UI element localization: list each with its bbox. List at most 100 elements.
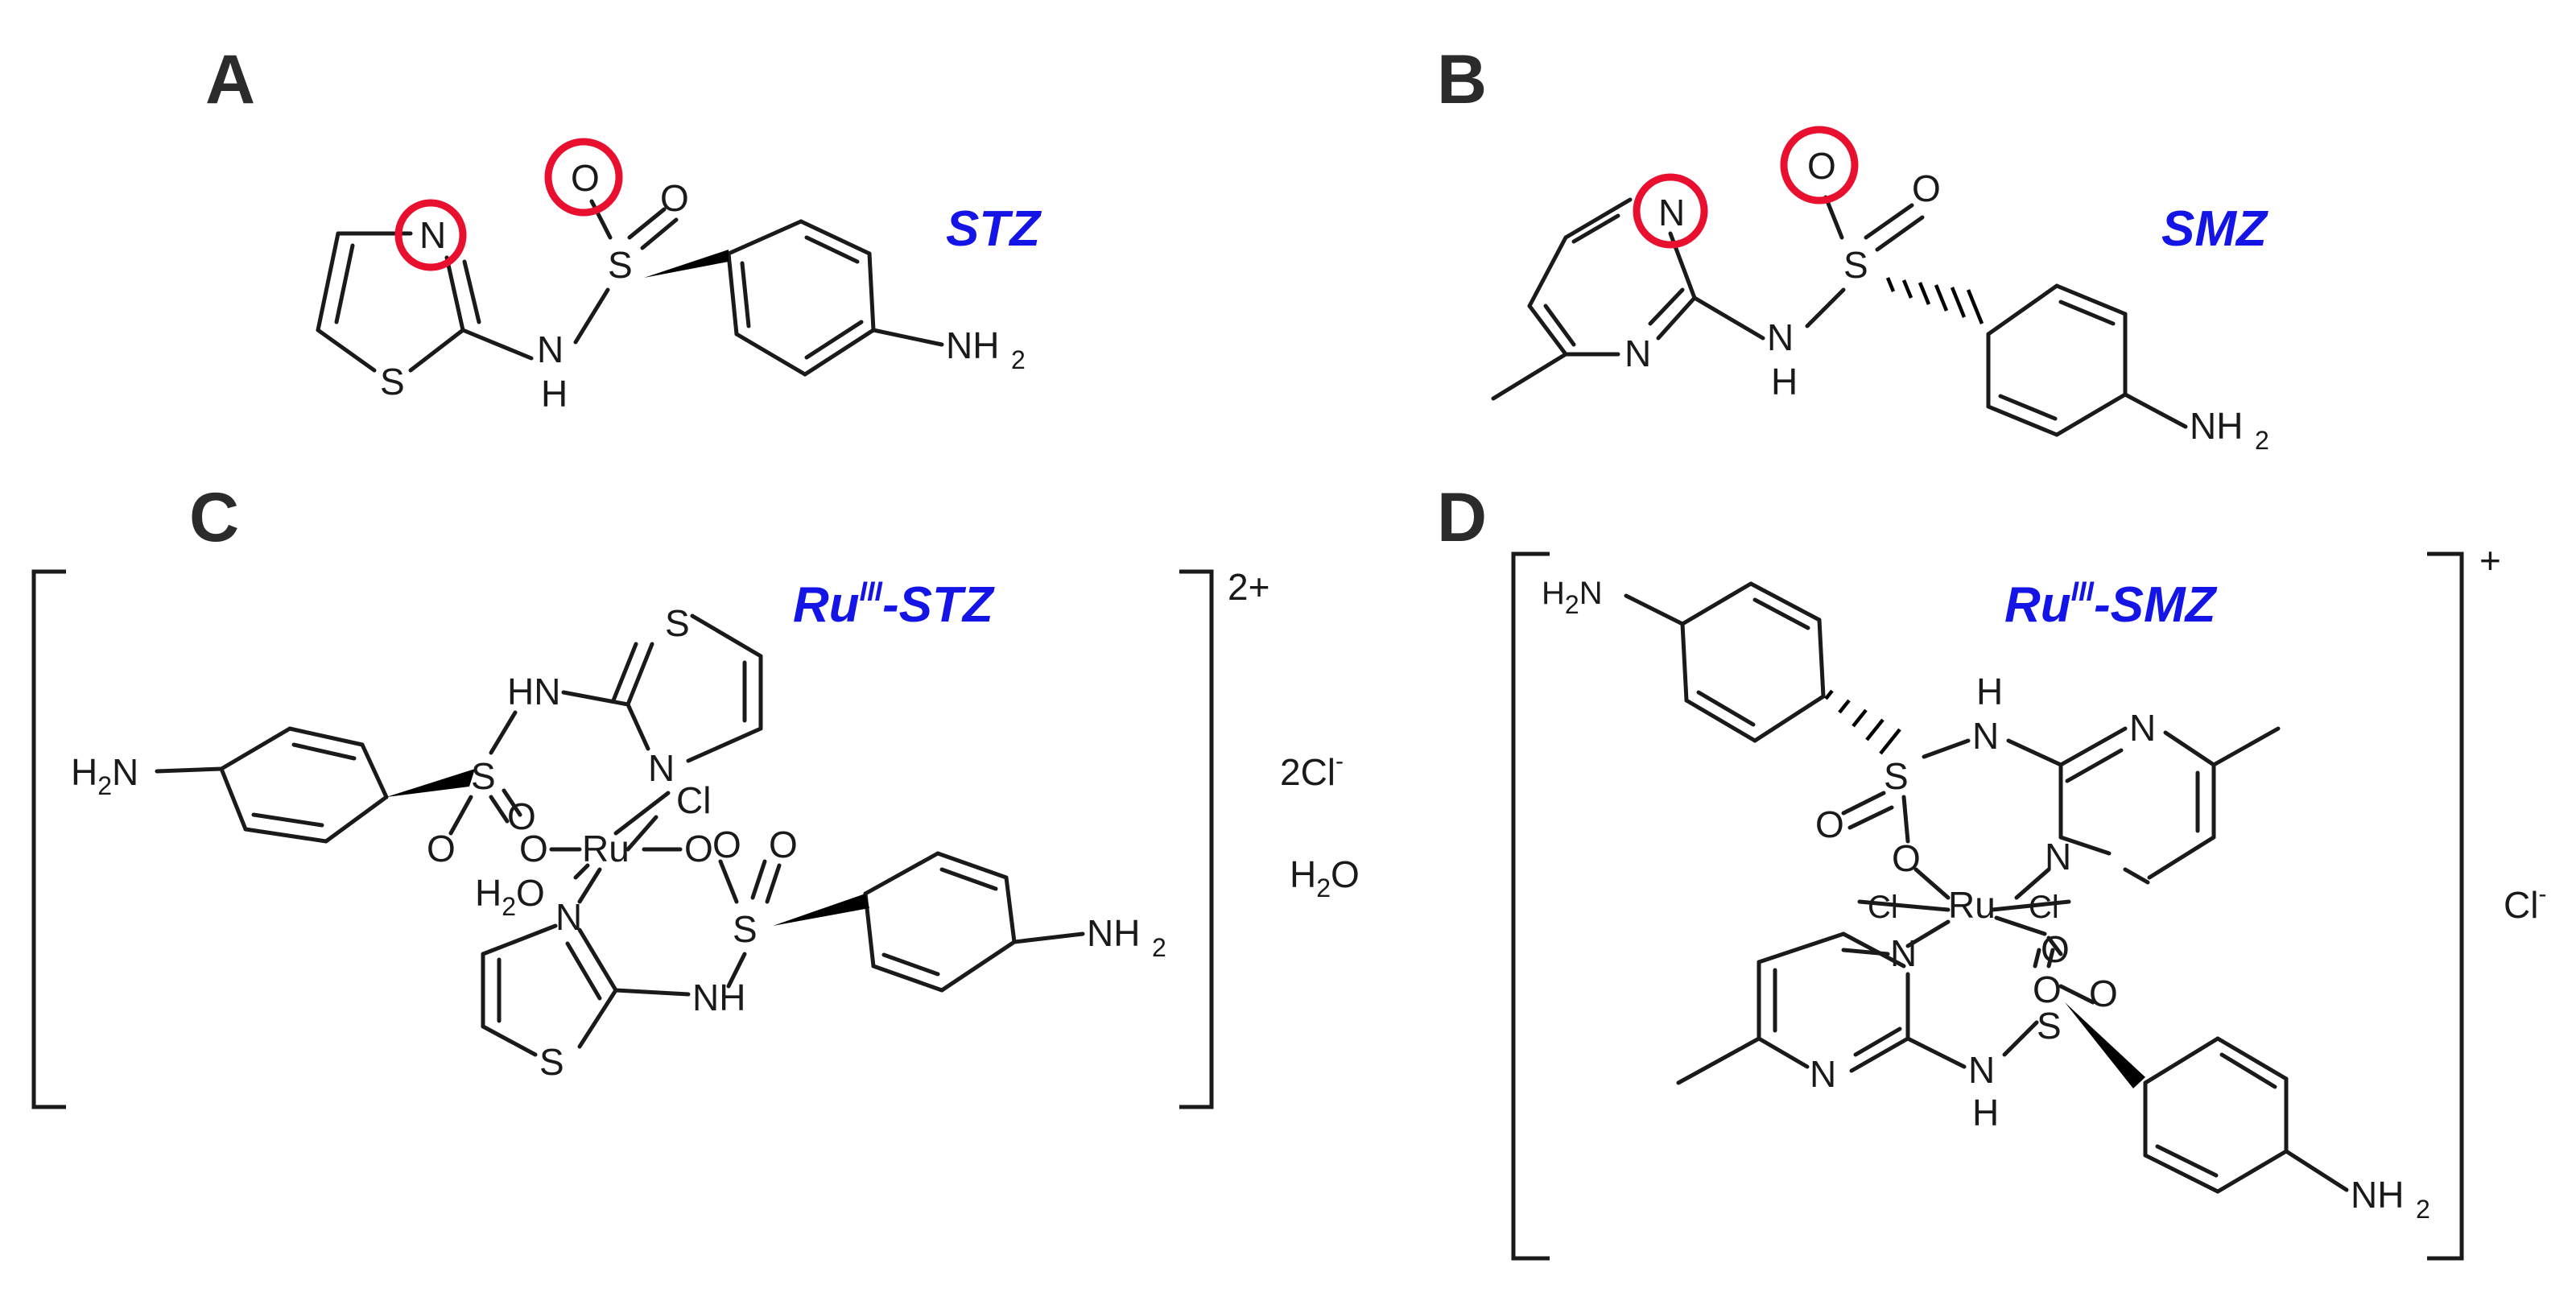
ru-smz-charge: + bbox=[2479, 539, 2501, 581]
ru-stz-ru: Ru bbox=[582, 828, 630, 869]
ru-smz-counter-ion: Cl- bbox=[2504, 881, 2546, 926]
stz-wedge-bond bbox=[644, 250, 729, 278]
ru-stz-nh2-right-sub: 2 bbox=[1152, 933, 1166, 962]
ru-smz-name-label: RuIII-SMZ bbox=[2004, 576, 2218, 633]
ru-smz-s2-o-b: O bbox=[2089, 973, 2118, 1014]
ru-stz-nh-lower: NH bbox=[692, 977, 745, 1018]
ru-stz-ring-n-lower: N bbox=[555, 896, 582, 938]
ru-smz-right-bracket bbox=[2427, 551, 2464, 1261]
panel-a-letter: A bbox=[205, 41, 255, 118]
stz-o-highlight-circle bbox=[544, 138, 623, 217]
stz-sulfonyl-o-top: O bbox=[571, 157, 600, 199]
ru-smz-wedge-lower bbox=[2065, 1002, 2145, 1088]
ru-stz-cl: Cl bbox=[676, 779, 711, 821]
ru-stz-left-bracket bbox=[31, 569, 66, 1109]
ru-smz-s2-o-a: O bbox=[2033, 969, 2062, 1010]
stz-nh2-label: NH bbox=[946, 324, 999, 366]
stz-sulfonyl-o-side: O bbox=[660, 177, 689, 219]
panel-a: A STZ bbox=[205, 41, 1042, 415]
stz-bonds bbox=[316, 199, 944, 377]
ru-stz-s2-o-b: O bbox=[769, 824, 798, 865]
smz-ring-n-bottom: N bbox=[1624, 332, 1651, 374]
ru-smz-o-ru-right: O bbox=[2041, 928, 2070, 970]
panel-c: C RuIII-STZ 2+ 2Cl- H2O bbox=[31, 479, 1360, 1109]
ru-stz-s1-o-a: O bbox=[427, 828, 456, 869]
ru-smz-nh2: NH bbox=[2351, 1174, 2404, 1216]
ru-stz-right-bracket bbox=[1179, 569, 1214, 1109]
ru-smz-bonds bbox=[1624, 581, 2349, 1194]
ru-smz-nh-bottom-h: H bbox=[1972, 1092, 1999, 1134]
smz-nh2-subscript: 2 bbox=[2255, 426, 2269, 455]
ru-smz-cl-left: Cl bbox=[1868, 890, 1898, 925]
smz-hashed-bond bbox=[1885, 277, 1984, 324]
ru-stz-charge: 2+ bbox=[1228, 566, 1269, 608]
stz-ring-n: N bbox=[419, 214, 446, 256]
panel-d-letter: D bbox=[1437, 479, 1487, 556]
smz-nh2-label: NH bbox=[2190, 405, 2243, 447]
ru-stz-upper-ring-s: S bbox=[665, 602, 690, 644]
ru-stz-o-left: O bbox=[519, 828, 548, 869]
panel-b-letter: B bbox=[1437, 41, 1487, 118]
ru-stz-nh2-right: NH bbox=[1087, 912, 1140, 954]
smz-o-highlight-circle bbox=[1780, 126, 1859, 204]
ru-smz-left-bracket bbox=[1511, 551, 1550, 1261]
smz-n-highlight-circle bbox=[1633, 173, 1708, 249]
stz-nh-n: N bbox=[537, 328, 564, 370]
stz-name-label: STZ bbox=[946, 201, 1042, 257]
ru-smz-name-suffix: -SMZ bbox=[2094, 577, 2218, 633]
ru-stz-lower-ring-s: S bbox=[539, 1041, 564, 1083]
smz-bonds bbox=[1491, 195, 2188, 437]
ru-stz-wedge-upper bbox=[386, 769, 475, 797]
ru-stz-s1-o-b: O bbox=[507, 795, 536, 837]
ru-smz-nh-top-h: H bbox=[1976, 671, 2003, 712]
ru-smz-ru: Ru bbox=[1948, 884, 1996, 926]
ru-stz-sulfonyl-s2: S bbox=[733, 908, 758, 950]
ru-stz-h2n-left: H2N bbox=[71, 751, 138, 800]
ru-stz-wedge-lower bbox=[773, 894, 869, 926]
stz-nh2-subscript: 2 bbox=[1011, 345, 1026, 374]
ru-smz-s1-o-a: O bbox=[1815, 803, 1844, 845]
ru-stz-upper-hn: HN bbox=[507, 671, 560, 712]
ru-stz-water: H2O bbox=[1290, 853, 1360, 902]
ru-smz-hashed-bond bbox=[1824, 689, 1901, 755]
ru-smz-nh2-sub: 2 bbox=[2416, 1195, 2430, 1224]
ru-stz-name-sup: III bbox=[860, 576, 884, 607]
ru-smz-name-sup: III bbox=[2071, 576, 2095, 607]
ru-stz-s2-o-a: O bbox=[712, 824, 741, 865]
ru-smz-cl-right: Cl bbox=[2029, 890, 2059, 925]
smz-name-label: SMZ bbox=[2161, 201, 2268, 257]
stz-n-highlight-circle bbox=[394, 199, 467, 271]
ru-stz-name-label: RuIII-STZ bbox=[793, 576, 995, 633]
stz-sulfonyl-s: S bbox=[608, 244, 633, 286]
ru-stz-bonds bbox=[155, 613, 1085, 1057]
smz-sulfonyl-o-top: O bbox=[1807, 145, 1836, 187]
panel-c-letter: C bbox=[189, 479, 239, 556]
panel-d: D RuIII-SMZ + Cl- bbox=[1437, 479, 2546, 1261]
ru-stz-name-suffix: -STZ bbox=[882, 577, 995, 633]
ru-smz-pyr1-n-top: N bbox=[2129, 707, 2156, 749]
ru-smz-pyr2-n-bottom: N bbox=[1810, 1053, 1836, 1095]
ru-smz-sulfonyl-s2: S bbox=[2037, 1005, 2062, 1047]
smz-ring-n-top: N bbox=[1658, 192, 1685, 233]
smz-nh-h: H bbox=[1771, 361, 1798, 403]
ru-smz-h2n: H2N bbox=[1542, 576, 1603, 619]
smz-sulfonyl-o-side: O bbox=[1912, 167, 1941, 209]
ru-stz-ring-n-upper: N bbox=[648, 747, 675, 789]
ru-smz-sulfonyl-s1: S bbox=[1884, 755, 1909, 797]
ru-smz-nh-bottom-n: N bbox=[1968, 1049, 1995, 1091]
smz-sulfonyl-s: S bbox=[1843, 244, 1868, 286]
ru-stz-counter-ion: 2Cl- bbox=[1280, 748, 1344, 793]
ru-smz-s1-o-b: O bbox=[1892, 837, 1921, 879]
ru-smz-pyr1-n-bottom: N bbox=[2045, 836, 2071, 878]
ru-smz-pyr2-n-top: N bbox=[1890, 932, 1917, 974]
ru-smz-nh-top-n: N bbox=[1972, 715, 1999, 757]
ru-stz-name-main: Ru bbox=[793, 577, 860, 633]
ru-stz-o-right: O bbox=[684, 828, 713, 869]
ru-stz-h2o-ligand: H2O bbox=[475, 872, 545, 921]
stz-nh-h: H bbox=[541, 373, 568, 415]
ru-smz-name-main: Ru bbox=[2004, 577, 2071, 633]
smz-nh-n: N bbox=[1767, 316, 1794, 358]
stz-ring-s: S bbox=[380, 361, 405, 403]
panel-b: B SMZ bbox=[1437, 41, 2269, 455]
